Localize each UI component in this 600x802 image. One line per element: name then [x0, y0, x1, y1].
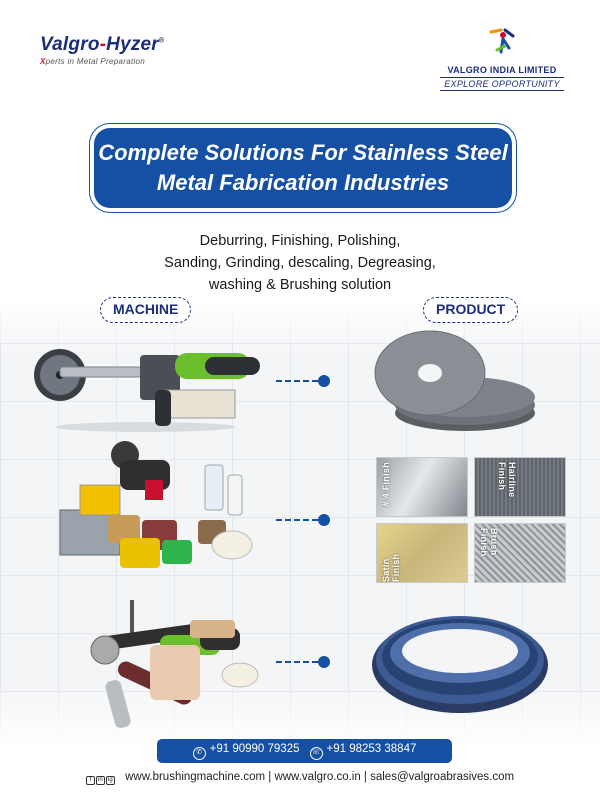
connector-line	[276, 661, 318, 663]
tile-no4-label: # 4 Finish	[381, 462, 391, 507]
tile-no4-finish: # 4 Finish	[376, 457, 468, 517]
brand-name-part1: Valgro	[40, 34, 100, 55]
machine-label: MACHINE	[100, 297, 192, 323]
title-line1: Complete Solutions For Stainless Steel	[98, 140, 508, 165]
phone2-group[interactable]: ☏+91 98253 38847	[309, 742, 417, 760]
tile-hairline-label: Hairline Finish	[497, 462, 517, 498]
tile-hairline-finish: Hairline Finish	[474, 457, 566, 517]
handheld-polisher-image	[90, 600, 259, 728]
brand-tagline-x: X	[40, 57, 46, 66]
sanding-belts-image	[372, 616, 548, 713]
product-label: PRODUCT	[423, 297, 519, 323]
brand-tagline-rest: perts in Metal Preparation	[45, 57, 146, 66]
phone-icon: ☏	[309, 746, 323, 760]
tile-brush-finish: Brush Finish	[474, 523, 566, 583]
services-text: Deburring, Finishing, Polishing, Sanding…	[0, 230, 600, 296]
services-line2: Sanding, Grinding, descaling, Degreasing…	[164, 255, 436, 271]
brand-tagline: Xperts in Metal Preparation	[40, 57, 164, 66]
connector-line	[276, 380, 318, 382]
tile-satin-label: Satin Finish	[381, 553, 401, 582]
company-tagline: EXPLORE OPPORTUNITY	[440, 77, 564, 91]
valgro-figure-icon	[489, 28, 515, 54]
connector-dot	[318, 375, 330, 387]
contact-bar: ✆+91 90990 79325 ☏+91 98253 38847	[157, 739, 452, 763]
whatsapp-icon: ✆	[192, 746, 206, 760]
valgro-india-logo: VALGRO INDIA LIMITED EXPLORE OPPORTUNITY	[440, 26, 564, 91]
connector-dot	[318, 514, 330, 526]
linkedin-icon[interactable]: in	[95, 776, 105, 785]
phone1-group[interactable]: ✆+91 90990 79325	[192, 742, 300, 760]
belt-grinder-machine-image	[34, 349, 260, 432]
connector-line	[276, 519, 318, 521]
phone1-text: +91 90990 79325	[209, 742, 300, 755]
title-banner: Complete Solutions For Stainless Steel M…	[94, 128, 512, 208]
brushing-kit-image	[59, 441, 253, 568]
brand-name-part2: Hyzer	[106, 34, 159, 55]
tile-satin-finish: Satin Finish	[376, 523, 468, 583]
services-line3: washing & Brushing solution	[208, 277, 392, 293]
brand-name: Valgro-Hyzer®	[40, 34, 164, 56]
valgro-hyzer-logo: Valgro-Hyzer® Xperts in Metal Preparatio…	[40, 34, 164, 66]
brand-name-dash: -	[99, 34, 107, 55]
footer-links-text[interactable]: www.brushingmachine.com | www.valgro.co.…	[125, 771, 515, 783]
instagram-icon[interactable]: ig	[105, 776, 115, 785]
company-name: VALGRO INDIA LIMITED	[447, 65, 557, 75]
connector-dot	[318, 656, 330, 668]
title-line2: Metal Fabrication Industries	[156, 170, 450, 195]
tile-brush-label: Brush Finish	[479, 528, 499, 557]
registered-mark: ®	[158, 37, 165, 45]
phone2-text: +91 98253 38847	[326, 742, 417, 755]
services-line1: Deburring, Finishing, Polishing,	[199, 233, 401, 249]
abrasive-discs-image	[374, 330, 535, 431]
facebook-icon[interactable]: f	[85, 776, 95, 785]
